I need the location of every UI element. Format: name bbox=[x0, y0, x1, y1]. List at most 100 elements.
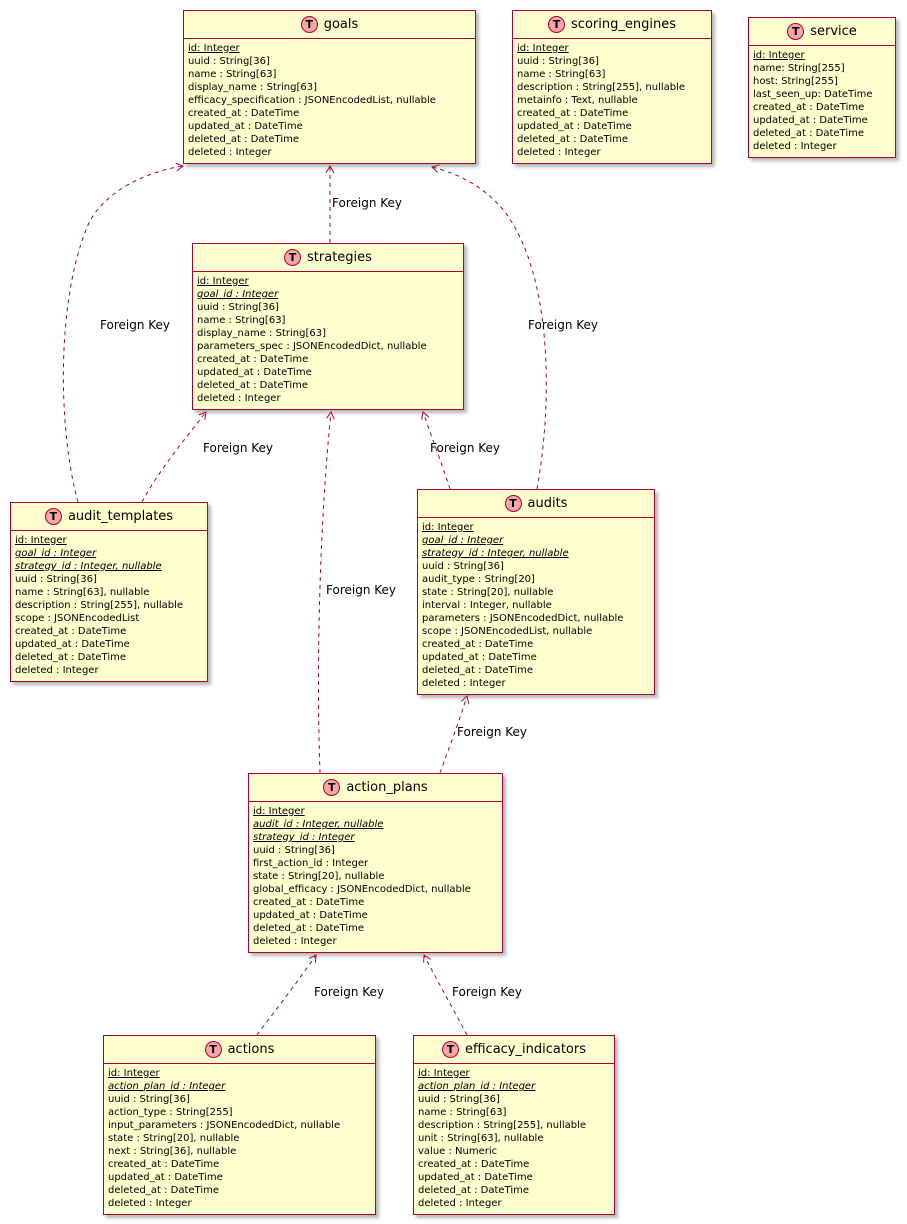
table-field: updated_at : DateTime bbox=[108, 1172, 223, 1183]
table-field: created_at : DateTime bbox=[108, 1159, 220, 1170]
edge-label-foreign-key: Foreign Key bbox=[100, 318, 170, 332]
table-fields: id: Integer action_plan_id : Integer uuid … bbox=[104, 1063, 375, 1214]
table-field: goal_id : Integer bbox=[422, 535, 504, 546]
table-field: state : String[20], nullable bbox=[253, 871, 385, 882]
table-field: id: Integer bbox=[418, 1068, 470, 1079]
table-field: uuid : String[36] bbox=[197, 302, 279, 313]
table-type-icon: T bbox=[787, 23, 805, 40]
table-field: deleted : Integer bbox=[517, 147, 601, 158]
table-field: state : String[20], nullable bbox=[108, 1133, 240, 1144]
table-field: id: Integer bbox=[108, 1068, 160, 1079]
table-title: scoring_engines bbox=[571, 17, 676, 32]
table-field: updated_at : DateTime bbox=[253, 910, 368, 921]
table-title: goals bbox=[323, 17, 359, 32]
table-field: name : String[63] bbox=[517, 69, 606, 80]
table-field: updated_at : DateTime bbox=[188, 121, 303, 132]
table-title: audit_templates bbox=[67, 509, 174, 524]
table-field: display_name : String[63] bbox=[188, 82, 317, 93]
table-field: deleted : Integer bbox=[108, 1198, 192, 1209]
table-field: id: Integer bbox=[517, 43, 569, 54]
table-field: deleted_at : DateTime bbox=[188, 134, 300, 145]
table-field: next : String[36], nullable bbox=[108, 1146, 237, 1157]
table-field: updated_at : DateTime bbox=[753, 115, 868, 126]
edge-label-foreign-key: Foreign Key bbox=[452, 985, 522, 999]
table-field: deleted_at : DateTime bbox=[197, 380, 309, 391]
table-field: audit_type : String[20] bbox=[422, 574, 535, 585]
table-type-icon: T bbox=[441, 1041, 459, 1058]
table-field: id: Integer bbox=[753, 50, 805, 61]
edge-label-foreign-key: Foreign Key bbox=[314, 985, 384, 999]
table-field: created_at : DateTime bbox=[517, 108, 629, 119]
table-type-icon: T bbox=[204, 1041, 222, 1058]
table-field: updated_at : DateTime bbox=[422, 652, 537, 663]
table-field: action_type : String[255] bbox=[108, 1107, 233, 1118]
table-title: actions bbox=[227, 1042, 275, 1057]
table-field: uuid : String[36] bbox=[108, 1094, 190, 1105]
edge-audit_templates-to-goals bbox=[62, 166, 183, 503]
table-field: deleted : Integer bbox=[15, 665, 99, 676]
table-field: scope : JSONEncodedList, nullable bbox=[422, 626, 593, 637]
table-field: action_plan_id : Integer bbox=[108, 1081, 226, 1092]
table-field: uuid : String[36] bbox=[188, 56, 270, 67]
table-field: efficacy_specification : JSONEncodedList… bbox=[188, 95, 436, 106]
table-field: id: Integer bbox=[197, 276, 249, 287]
edge-label-foreign-key: Foreign Key bbox=[332, 196, 402, 210]
table-field: updated_at : DateTime bbox=[418, 1172, 533, 1183]
table-field: deleted : Integer bbox=[197, 393, 281, 404]
table-type-icon: T bbox=[323, 779, 341, 796]
table-field: deleted : Integer bbox=[753, 141, 837, 152]
table-field: description : String[255], nullable bbox=[517, 82, 686, 93]
table-field: name : String[63], nullable bbox=[15, 587, 150, 598]
table-title: audits bbox=[527, 496, 568, 511]
edge-label-foreign-key: Foreign Key bbox=[528, 318, 598, 332]
table-field: goal_id : Integer bbox=[15, 548, 97, 559]
table-field: name : String[63] bbox=[188, 69, 277, 80]
table-field: description : String[255], nullable bbox=[418, 1120, 587, 1131]
table-field: strategy_id : Integer bbox=[253, 832, 355, 843]
table-field: deleted_at : DateTime bbox=[253, 923, 365, 934]
table-field: host: String[255] bbox=[753, 76, 838, 87]
table-field: created_at : DateTime bbox=[418, 1159, 530, 1170]
table-field: updated_at : DateTime bbox=[197, 367, 312, 378]
table-field: description : String[255], nullable bbox=[15, 600, 184, 611]
table-field: name : String[63] bbox=[418, 1107, 507, 1118]
edge-label-foreign-key: Foreign Key bbox=[457, 725, 527, 739]
table-field: name: String[255] bbox=[753, 63, 845, 74]
table-type-icon: T bbox=[504, 495, 522, 512]
table-type-icon: T bbox=[44, 508, 62, 525]
table-field: parameters_spec : JSONEncodedDict, nulla… bbox=[197, 341, 427, 352]
table-field: metainfo : Text, nullable bbox=[517, 95, 638, 106]
table-field: created_at : DateTime bbox=[197, 354, 309, 365]
edge-actions-to-action_plans bbox=[256, 955, 316, 1036]
table-type-icon: T bbox=[300, 16, 318, 33]
table-field: deleted_at : DateTime bbox=[108, 1185, 220, 1196]
table-field: state : String[20], nullable bbox=[422, 587, 554, 598]
table-type-icon: T bbox=[284, 249, 302, 266]
table-field: created_at : DateTime bbox=[753, 102, 865, 113]
table-field: uuid : String[36] bbox=[517, 56, 599, 67]
table-field: name : String[63] bbox=[197, 315, 286, 326]
table-field: first_action_id : Integer bbox=[253, 858, 369, 869]
table-field: uuid : String[36] bbox=[418, 1094, 500, 1105]
table-fields: id: Integer name: String[255] host: String… bbox=[749, 45, 895, 157]
table-title: efficacy_indicators bbox=[464, 1042, 587, 1057]
table-field: parameters : JSONEncodedDict, nullable bbox=[422, 613, 624, 624]
